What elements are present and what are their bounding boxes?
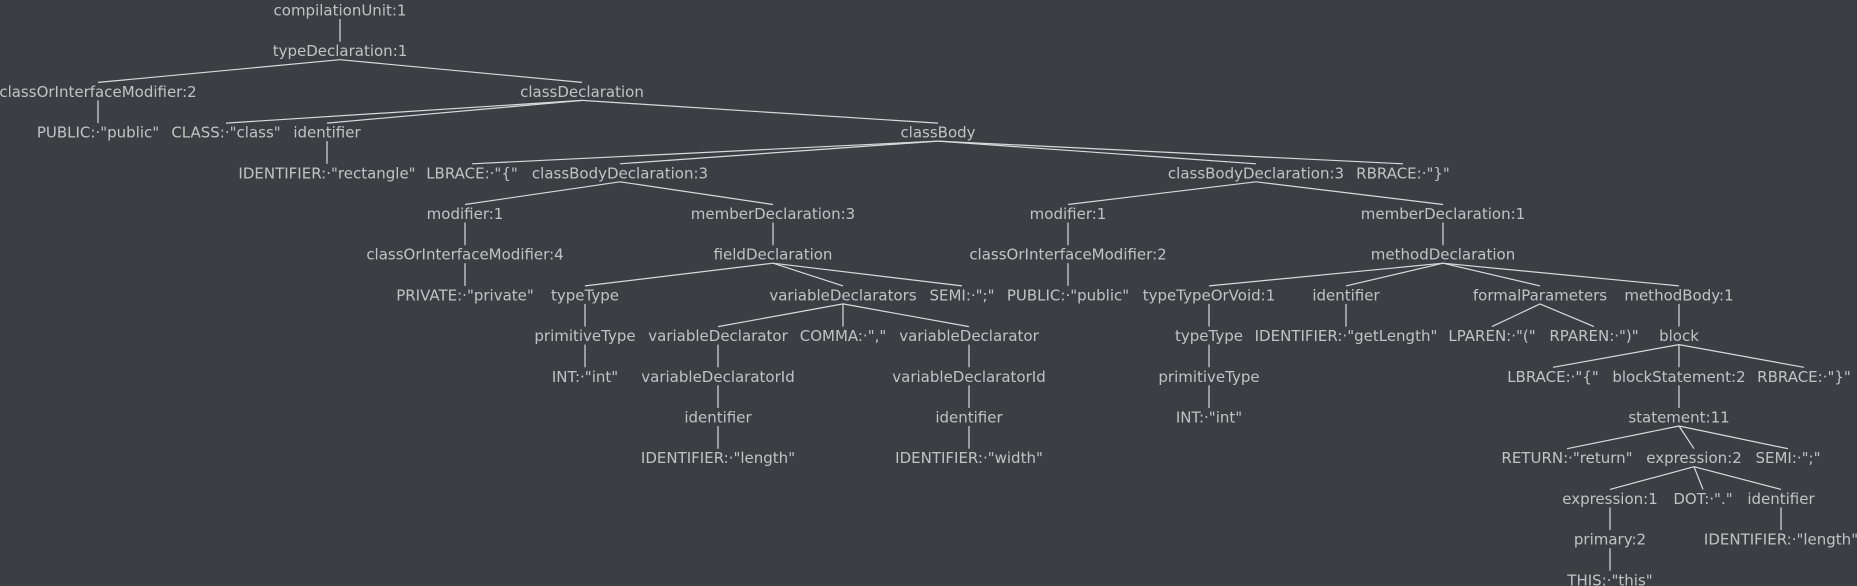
tree-node-label: classOrInterfaceModifier:2 bbox=[0, 83, 197, 101]
tree-node-label: IDENTIFIER:·"rectangle" bbox=[238, 164, 415, 182]
tree-node-label: LBRACE:·"{" bbox=[1507, 368, 1599, 386]
tree-node-label: IDENTIFIER:·"length" bbox=[1704, 531, 1857, 549]
tree-node-label: LPAREN:·"(" bbox=[1448, 327, 1535, 345]
tree-edge bbox=[1345, 262, 1444, 287]
tree-edge bbox=[1208, 262, 1444, 287]
tree-node-label: LBRACE:·"{" bbox=[426, 164, 518, 182]
tree-edge bbox=[1255, 181, 1444, 206]
tree-edge bbox=[1442, 262, 1680, 287]
tree-node-label: typeType bbox=[1175, 327, 1243, 345]
tree-node-label: primary:2 bbox=[1574, 531, 1646, 549]
tree-edge bbox=[1491, 303, 1541, 328]
tree-node-label: fieldDeclaration bbox=[714, 246, 833, 264]
tree-node-label: methodDeclaration bbox=[1371, 246, 1515, 264]
tree-edge bbox=[1442, 262, 1541, 287]
tree-node-label: PUBLIC:·"public" bbox=[1007, 286, 1129, 304]
tree-edge bbox=[581, 99, 939, 124]
tree-node-label: expression:2 bbox=[1646, 449, 1742, 467]
tree-node-label: DOT:·"." bbox=[1673, 490, 1732, 508]
tree-node-label: classDeclaration bbox=[520, 83, 644, 101]
tree-edge bbox=[1552, 344, 1680, 368]
tree-node-label: classBody bbox=[900, 124, 975, 142]
tree-node-label: identifier bbox=[684, 409, 752, 427]
tree-edge bbox=[339, 59, 583, 83]
tree-node-label: identifier bbox=[293, 124, 361, 142]
tree-node-label: PUBLIC:·"public" bbox=[37, 124, 159, 142]
tree-edge bbox=[937, 140, 1404, 165]
tree-edge bbox=[772, 262, 844, 287]
tree-node-label: methodBody:1 bbox=[1624, 286, 1733, 304]
tree-node-label: variableDeclarator bbox=[899, 327, 1039, 345]
tree-edge bbox=[937, 140, 1257, 165]
tree-node-label: block bbox=[1659, 327, 1699, 345]
tree-edge bbox=[619, 181, 774, 206]
tree-node-label: memberDeclaration:1 bbox=[1361, 205, 1525, 223]
tree-node-label: RPAREN:·")" bbox=[1549, 327, 1638, 345]
tree-node-label: RBRACE:·"}" bbox=[1356, 164, 1450, 182]
tree-node-label: typeDeclaration:1 bbox=[273, 42, 408, 60]
tree-node-label: primitiveType bbox=[534, 327, 635, 345]
tree-node-label: expression:1 bbox=[1562, 490, 1658, 508]
tree-node-label: variableDeclarators bbox=[769, 286, 916, 304]
tree-node-label: COMMA:·"," bbox=[800, 327, 887, 345]
tree-node-label: variableDeclarator bbox=[648, 327, 788, 345]
tree-edge bbox=[717, 303, 844, 328]
tree-node-label: classOrInterfaceModifier:2 bbox=[969, 246, 1166, 264]
tree-edge bbox=[1693, 466, 1782, 490]
tree-node-label: classBodyDeclaration:3 bbox=[532, 164, 708, 182]
tree-node-label: RBRACE:·"}" bbox=[1757, 368, 1851, 386]
tree-edge bbox=[326, 99, 583, 124]
tree-edge bbox=[1609, 466, 1695, 490]
tree-node-label: SEMI:·";" bbox=[1755, 449, 1820, 467]
tree-node-label: modifier:1 bbox=[1030, 205, 1107, 223]
tree-node-label: variableDeclaratorId bbox=[892, 368, 1045, 386]
tree-edge bbox=[619, 140, 939, 165]
tree-edge bbox=[1566, 425, 1680, 450]
tree-edges bbox=[97, 19, 1805, 571]
tree-edge bbox=[1678, 344, 1805, 368]
tree-edge bbox=[772, 262, 963, 287]
tree-node-label: formalParameters bbox=[1473, 286, 1607, 304]
tree-node-label: SEMI:·";" bbox=[929, 286, 994, 304]
tree-node-label: CLASS:·"class" bbox=[171, 124, 280, 142]
tree-edge bbox=[584, 262, 774, 287]
tree-edge bbox=[471, 140, 939, 165]
tree-node-label: IDENTIFIER:·"getLength" bbox=[1255, 327, 1438, 345]
tree-node-label: typeType bbox=[551, 286, 619, 304]
tree-node-label: RETURN:·"return" bbox=[1501, 449, 1632, 467]
tree-node-label: primitiveType bbox=[1158, 368, 1259, 386]
tree-edge bbox=[97, 59, 341, 83]
tree-node-label: classOrInterfaceModifier:4 bbox=[366, 246, 563, 264]
tree-node-label: THIS:·"this" bbox=[1566, 571, 1652, 586]
tree-node-label: modifier:1 bbox=[427, 205, 504, 223]
tree-edge bbox=[464, 181, 621, 206]
tree-node-label: compilationUnit:1 bbox=[274, 2, 407, 20]
tree-node-label: IDENTIFIER:·"length" bbox=[641, 449, 795, 467]
tree-node-label: IDENTIFIER:·"width" bbox=[895, 449, 1043, 467]
tree-node-label: identifier bbox=[935, 409, 1003, 427]
tree-node-label: identifier bbox=[1312, 286, 1380, 304]
tree-node-label: INT:·"int" bbox=[552, 368, 618, 386]
tree-edge bbox=[1539, 303, 1595, 328]
tree-node-label: INT:·"int" bbox=[1176, 409, 1242, 427]
tree-edge bbox=[1693, 466, 1704, 490]
tree-node-label: classBodyDeclaration:3 bbox=[1168, 164, 1344, 182]
tree-node-label: identifier bbox=[1747, 490, 1815, 508]
tree-edge bbox=[1678, 425, 1789, 450]
tree-node-label: blockStatement:2 bbox=[1612, 368, 1745, 386]
tree-node-label: variableDeclaratorId bbox=[641, 368, 794, 386]
tree-edge bbox=[1067, 181, 1257, 206]
tree-node-label: PRIVATE:·"private" bbox=[396, 286, 534, 304]
tree-edge bbox=[842, 303, 970, 328]
tree-edge bbox=[225, 99, 583, 124]
tree-edge bbox=[1678, 425, 1695, 450]
tree-node-label: memberDeclaration:3 bbox=[691, 205, 855, 223]
tree-node-label: typeTypeOrVoid:1 bbox=[1143, 286, 1276, 304]
tree-node-label: statement:11 bbox=[1628, 409, 1729, 427]
